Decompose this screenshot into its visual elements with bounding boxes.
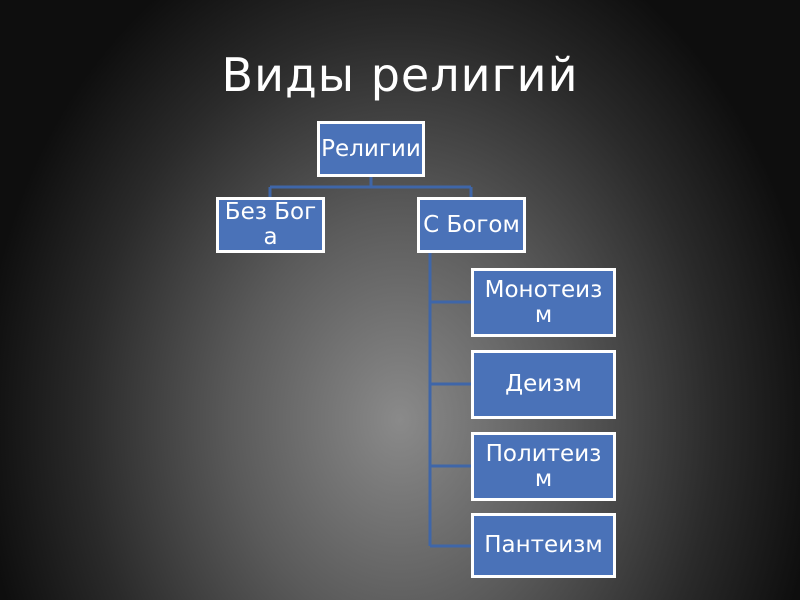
node-without-god: Без Бога: [216, 197, 325, 253]
node-polytheism-label: Политеизм: [485, 440, 602, 492]
slide-title: Виды религий: [221, 48, 579, 102]
node-deism-label: Деизм: [505, 371, 582, 397]
node-pantheism-label: Пантеизм: [484, 532, 603, 558]
node-religions-label: Религии: [321, 135, 421, 162]
node-monotheism: Монотеизм: [471, 268, 616, 337]
node-with-god: С Богом: [417, 197, 526, 253]
node-polytheism: Политеизм: [471, 432, 616, 501]
node-with-god-label: С Богом: [423, 211, 520, 238]
node-without-god-label: Без Бога: [224, 199, 317, 250]
node-pantheism: Пантеизм: [471, 513, 616, 578]
node-deism: Деизм: [471, 350, 616, 419]
node-monotheism-label: Монотеизм: [484, 276, 603, 328]
node-religions: Религии: [317, 121, 425, 177]
